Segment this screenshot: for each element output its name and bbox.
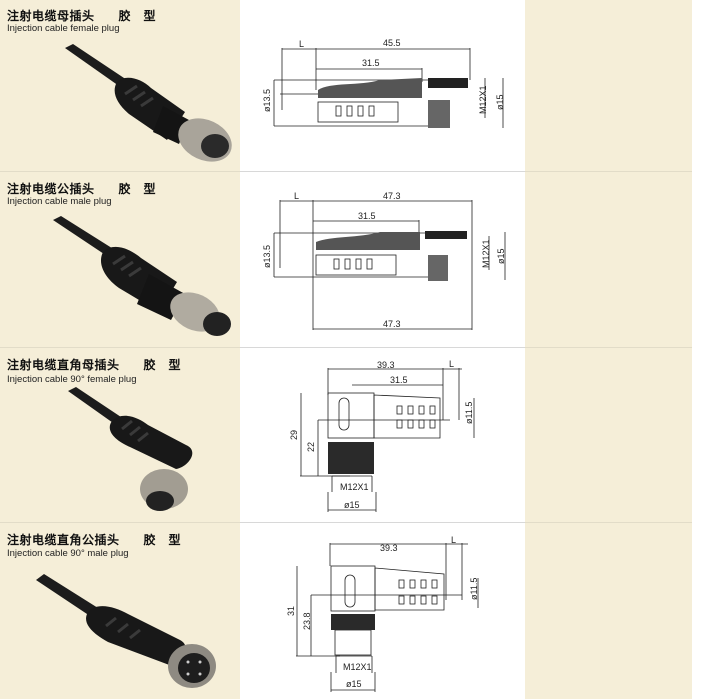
dim-thread: M12X1 bbox=[478, 85, 488, 114]
dim-thread: M12X1 bbox=[343, 662, 372, 672]
row-divider bbox=[240, 347, 525, 348]
product-title-cn: 注射电缆直角公插头胶 型 bbox=[7, 533, 182, 547]
dim-overall: 39.3 bbox=[380, 543, 398, 553]
product-title-cn: 注射电缆母插头胶 型 bbox=[7, 9, 157, 23]
dim-cable-dia: ø11.5 bbox=[464, 402, 474, 424]
dim-cable-dia: ø13.5 bbox=[262, 245, 272, 268]
dim-overall-bottom: 47.3 bbox=[383, 319, 401, 329]
male-plug-drawing: L 47.3 31.5 ø13.5 M12X1 ø15 47.3 bbox=[262, 191, 506, 330]
product-title-en: Injection cable 90° female plug bbox=[7, 374, 137, 385]
dim-cable-dia: ø13.5 bbox=[262, 89, 272, 112]
dim-L: L bbox=[449, 359, 454, 369]
dim-thread: M12X1 bbox=[340, 482, 369, 492]
dim-nut-dia: ø15 bbox=[496, 248, 506, 264]
product-title-en: Injection cable female plug bbox=[7, 23, 120, 34]
90-male-plug-photo bbox=[36, 574, 216, 688]
dim-nut-dia: ø15 bbox=[495, 94, 505, 110]
drawing-column bbox=[240, 0, 525, 699]
dim-L: L bbox=[299, 39, 304, 49]
dim-nut-dia: ø15 bbox=[346, 679, 362, 689]
dim-height: 31 bbox=[286, 606, 296, 616]
90-female-plug-photo bbox=[68, 387, 193, 511]
dim-nut-dia: ø15 bbox=[344, 500, 360, 510]
90-female-plug-drawing: 39.3 L 31.5 29 22 ø11.5 M12X1 ø15 bbox=[289, 359, 475, 512]
dim-L: L bbox=[451, 535, 456, 545]
dim-overall: 47.3 bbox=[383, 191, 401, 201]
spec-column bbox=[525, 0, 692, 699]
dim-body: 31.5 bbox=[358, 211, 376, 221]
male-plug-photo bbox=[53, 216, 231, 336]
product-title-en: Injection cable 90° male plug bbox=[7, 548, 129, 559]
dim-overall: 45.5 bbox=[383, 38, 401, 48]
dim-center-height: 22 bbox=[306, 442, 316, 452]
product-title-cn: 注射电缆公插头胶 型 bbox=[7, 182, 157, 196]
dim-body: 31.5 bbox=[390, 375, 408, 385]
dim-overall: 39.3 bbox=[377, 360, 395, 370]
product-title-en: Injection cable male plug bbox=[7, 196, 112, 207]
row-divider bbox=[240, 522, 525, 523]
90-male-plug-drawing: 39.3 L 31 23.8 ø11.5 M12X1 ø15 bbox=[286, 535, 479, 692]
dim-center-height: 23.8 bbox=[302, 612, 312, 630]
female-plug-photo bbox=[65, 44, 232, 162]
dim-body: 31.5 bbox=[362, 58, 380, 68]
dim-thread: M12X1 bbox=[481, 239, 491, 268]
dim-L: L bbox=[294, 191, 299, 201]
row-divider bbox=[240, 171, 525, 172]
dim-height: 29 bbox=[289, 430, 299, 440]
female-plug-drawing: L 45.5 31.5 ø13.5 M12X1 ø15 bbox=[262, 38, 505, 128]
product-title-cn: 注射电缆直角母插头胶 型 bbox=[7, 358, 182, 372]
dim-cable-dia: ø11.5 bbox=[469, 578, 479, 600]
